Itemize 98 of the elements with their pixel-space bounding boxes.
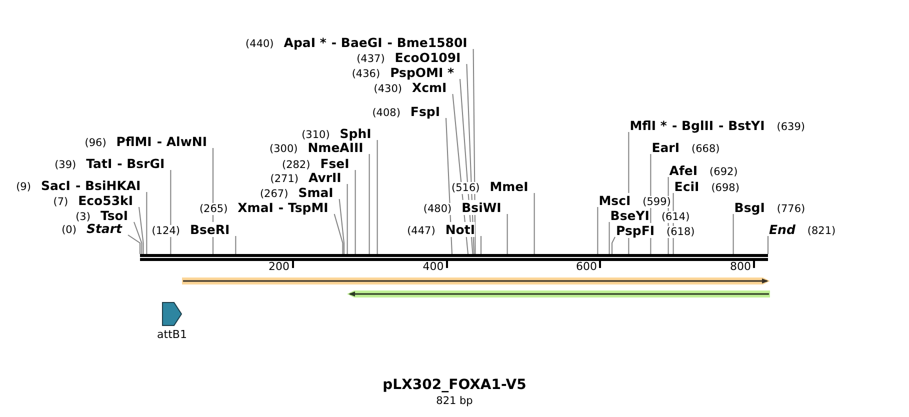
site-position: (0)	[62, 224, 76, 236]
enzyme-name: - BaeGI	[331, 35, 382, 50]
enzyme-name: AvrII	[308, 170, 342, 185]
sequence-end-label: End	[769, 222, 796, 237]
enzyme-name: PspFI	[616, 223, 655, 238]
scale-label: 800	[730, 261, 751, 273]
enzyme-name: MflI *	[630, 118, 667, 133]
feature-track	[182, 277, 770, 285]
site-position: (447)	[407, 225, 436, 237]
enzyme-name: EarI	[652, 140, 680, 155]
enzyme-name: FspI	[410, 104, 440, 119]
feature-label: attB1	[157, 328, 187, 341]
leader-line	[170, 170, 172, 254]
map-title: pLX302_FOXA1-V5	[382, 377, 526, 394]
site-position: (271)	[270, 173, 298, 185]
site-position: (267)	[260, 188, 288, 200]
site-position: (692)	[710, 166, 738, 178]
leader-line	[334, 214, 344, 254]
enzyme-name: SphI	[340, 126, 372, 141]
enzyme-name: AfeI	[669, 163, 698, 178]
leader-line	[368, 154, 370, 254]
enzyme-name: MmeI	[490, 179, 528, 194]
enzyme-name: SacI	[40, 178, 70, 193]
enzyme-name: NmeAIII	[308, 140, 364, 155]
enzyme-name: BsgI	[734, 200, 765, 215]
site-position: (39)	[54, 159, 76, 171]
scale-label: 200	[268, 261, 290, 273]
enzyme-name: NotI	[445, 222, 475, 237]
enzyme-name: XmaI	[238, 200, 274, 215]
site-position: (310)	[302, 129, 330, 141]
feature-track	[347, 290, 770, 298]
site-position: (821)	[807, 225, 836, 237]
site-position: (96)	[84, 137, 106, 149]
enzyme-name: MscI	[598, 193, 631, 208]
leader-line	[235, 236, 236, 254]
site-position: (124)	[152, 225, 180, 237]
sequence-end-label: Start	[86, 221, 122, 236]
leader-line	[338, 198, 344, 254]
enzyme-name: BseYI	[610, 208, 650, 223]
site-position: (614)	[661, 211, 690, 223]
enzyme-name: - BstYI	[718, 118, 765, 133]
enzyme-name: TatI	[86, 156, 112, 171]
enzyme-name: - Bme1580I	[387, 35, 468, 50]
enzyme-name: Eco53kI	[78, 193, 133, 208]
enzyme-name: TsoI	[100, 208, 128, 223]
site-position: (776)	[776, 203, 806, 215]
site-position: (282)	[282, 159, 310, 171]
enzyme-name: PspOMI *	[390, 65, 454, 80]
leader-line	[732, 214, 734, 254]
site-position: (599)	[642, 196, 671, 208]
enzyme-name: BsiWI	[462, 200, 502, 215]
leader-line	[597, 206, 598, 254]
leader-line	[608, 222, 610, 254]
enzyme-name: BseRI	[190, 222, 230, 237]
enzyme-name: - AlwNI	[156, 134, 207, 149]
site-position: (516)	[451, 182, 480, 194]
site-position: (480)	[423, 203, 452, 215]
enzyme-name: - BsiHKAI	[75, 178, 141, 193]
leader-line	[506, 214, 508, 254]
site-position: (9)	[16, 181, 31, 193]
site-position: (265)	[199, 203, 228, 215]
site-position: (436)	[352, 68, 380, 80]
site-position: (437)	[356, 53, 385, 65]
enzyme-name: SmaI	[298, 185, 334, 200]
enzyme-name: XcmI	[412, 80, 447, 95]
leader-line	[612, 236, 616, 254]
leader-line	[128, 234, 140, 254]
site-position: (698)	[711, 182, 740, 194]
scale-label: 400	[422, 261, 444, 273]
sequence-backbone	[140, 254, 768, 261]
site-position: (3)	[76, 211, 90, 223]
leader-line	[134, 222, 142, 254]
site-position: (668)	[691, 143, 720, 155]
enzyme-name: - TspMI	[278, 200, 328, 215]
enzyme-name: FseI	[320, 156, 350, 171]
enzyme-name: - BglII	[672, 118, 714, 133]
site-position: (430)	[374, 83, 402, 95]
leader-line	[138, 206, 144, 254]
enzyme-name: EciI	[674, 179, 700, 194]
scale-label: 600	[576, 261, 597, 273]
site-position: (7)	[53, 196, 68, 208]
site-position: (300)	[269, 143, 298, 155]
leader-line	[346, 184, 348, 254]
enzyme-name: - BsrGI	[117, 156, 165, 171]
site-position: (618)	[666, 226, 695, 238]
site-position: (639)	[776, 121, 805, 133]
site-position: (408)	[372, 107, 400, 119]
enzyme-name: ApaI *	[284, 35, 326, 50]
enzyme-name: EcoO109I	[394, 50, 461, 65]
site-position: (440)	[246, 38, 274, 50]
leader-line	[146, 192, 148, 254]
leader-line	[354, 170, 356, 254]
leader-line	[480, 236, 482, 254]
enzyme-name: PflMI	[116, 134, 152, 149]
sequence-length: 821 bp	[436, 395, 473, 408]
leader-line	[472, 48, 476, 254]
leader-line	[534, 192, 535, 254]
leader-line	[376, 140, 378, 254]
